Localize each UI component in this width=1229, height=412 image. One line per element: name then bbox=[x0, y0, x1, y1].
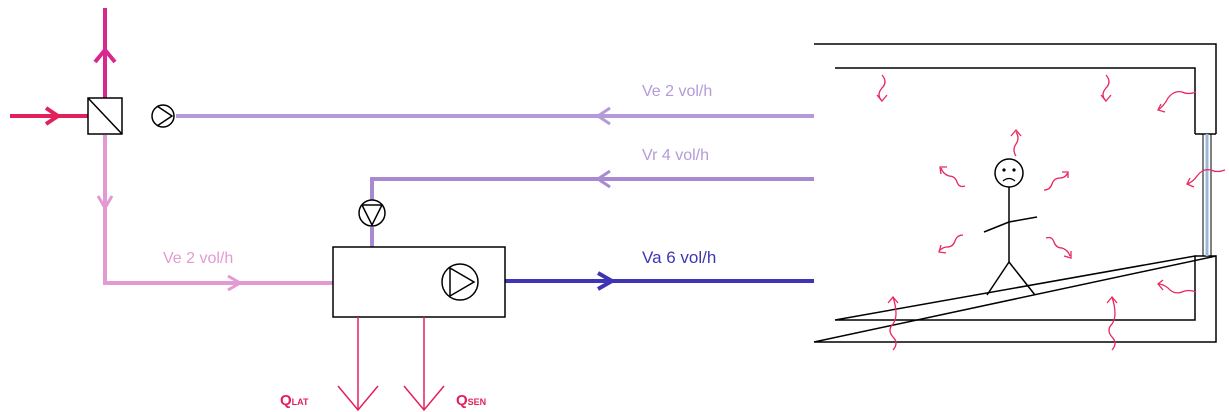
supply-air-label: Va 6 vol/h bbox=[642, 248, 717, 267]
air-handling-unit bbox=[332, 246, 506, 318]
heat-arrow-person-3 bbox=[1043, 171, 1069, 191]
heat-arrow-person-2 bbox=[940, 167, 966, 188]
stick-figure-icon bbox=[983, 158, 1038, 296]
heat-arrow-top-2 bbox=[1102, 74, 1110, 102]
recirculated-air-label: Vr 4 vol/h bbox=[642, 147, 709, 164]
heat-arrow-bottom-2 bbox=[1108, 296, 1116, 351]
heat-arrow-person-5 bbox=[1045, 236, 1071, 257]
exhaust-fan-icon bbox=[151, 104, 175, 128]
latent-load-arrow bbox=[337, 317, 379, 412]
latent-load-label: QLAT bbox=[280, 393, 309, 408]
room bbox=[813, 43, 1217, 343]
fresh-air-label: Ve 2 vol/h bbox=[163, 250, 234, 267]
heat-arrow-right-3 bbox=[1157, 283, 1197, 294]
latent-load-main: Q bbox=[280, 392, 292, 409]
outdoor-air-intake-arrow bbox=[10, 106, 88, 126]
heat-arrow-person-4 bbox=[938, 234, 964, 252]
heat-gain-arrows bbox=[876, 74, 1226, 351]
heat-arrow-right-1 bbox=[1157, 90, 1197, 111]
exhaust-outlet-arrow bbox=[93, 8, 117, 98]
recirculation-fan-icon bbox=[358, 199, 386, 227]
supply-air-line bbox=[505, 271, 814, 291]
recirculated-air-line bbox=[370, 169, 814, 247]
sensible-load-sub: SEN bbox=[467, 397, 487, 407]
heat-exchanger-icon bbox=[87, 97, 123, 135]
window bbox=[1202, 134, 1212, 256]
exhaust-air-label: Ve 2 vol/h bbox=[642, 83, 713, 100]
sensible-load-arrow bbox=[403, 317, 445, 412]
heat-arrow-right-2 bbox=[1186, 168, 1226, 185]
fresh-air-line bbox=[96, 135, 333, 292]
sensible-load-label: QSEN bbox=[456, 393, 486, 408]
heat-arrow-bottom-1 bbox=[889, 296, 897, 351]
sensible-load-main: Q bbox=[456, 392, 468, 409]
sad-face-icon bbox=[994, 158, 1024, 188]
latent-load-sub: LAT bbox=[291, 397, 309, 407]
heat-arrow-top-1 bbox=[878, 74, 886, 102]
exhaust-air-line bbox=[176, 106, 814, 126]
supply-fan-icon bbox=[441, 263, 479, 301]
heat-arrow-person-1 bbox=[1013, 131, 1019, 157]
